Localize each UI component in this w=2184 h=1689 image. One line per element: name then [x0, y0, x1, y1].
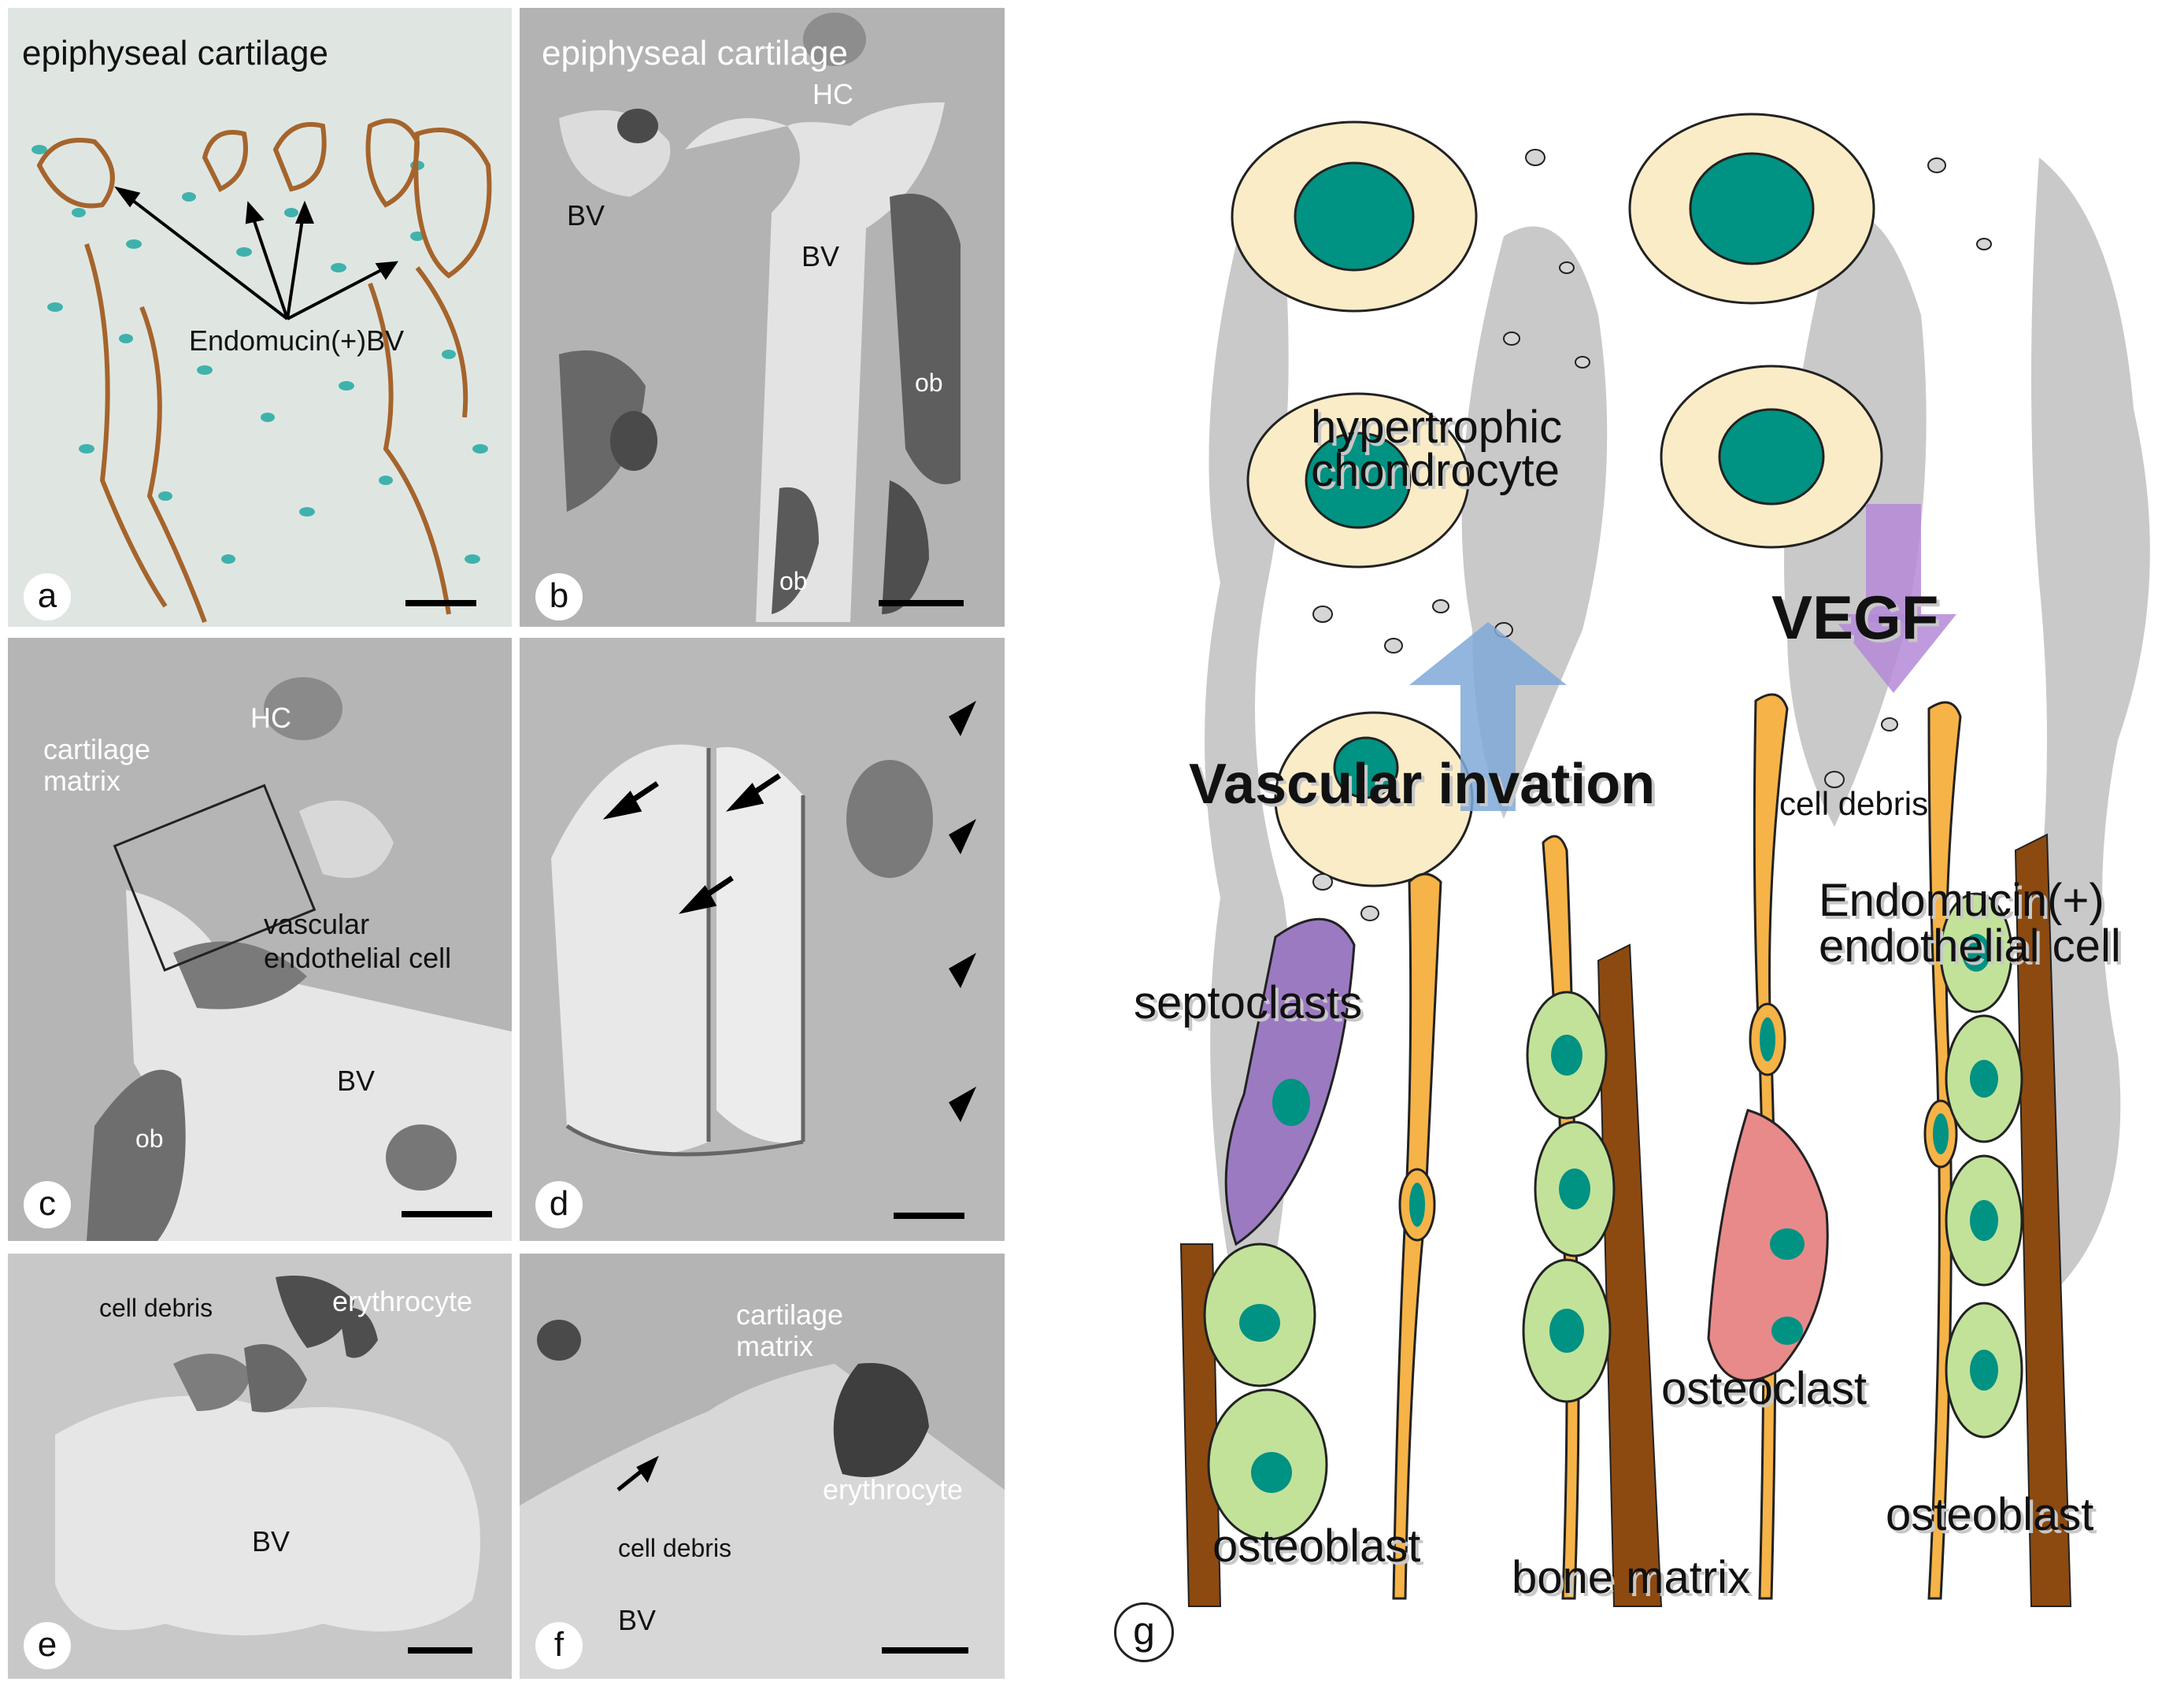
panel-g-letter: g — [1114, 1602, 1174, 1662]
panel-c-scalebar — [402, 1211, 492, 1217]
bone-matrix-strips — [1179, 833, 2072, 1607]
panel-a-letter: a — [24, 573, 71, 620]
panel-e-bv: BV — [252, 1525, 291, 1558]
panel-b-bv1: BV — [567, 199, 605, 231]
cartilage-right — [2031, 157, 2150, 1291]
label-osteoclast: osteoclast — [1661, 1363, 1868, 1414]
panel-b-ob1: ob — [915, 369, 943, 397]
panel-f-scalebar — [882, 1647, 968, 1654]
label-septoclasts: septoclasts — [1134, 977, 1363, 1028]
panel-c-endothelial: vascular endothelial cell — [264, 908, 452, 975]
label-cell-debris: cell debris — [1779, 785, 1929, 822]
panel-f-bv: BV — [618, 1604, 657, 1636]
panel-e-micrograph — [8, 1254, 512, 1679]
panel-b-ob2: ob — [779, 567, 808, 595]
panel-f-erythrocyte: erythrocyte — [823, 1473, 964, 1506]
panel-b-bv2: BV — [801, 240, 840, 272]
label-bone-matrix: bone matrix — [1512, 1552, 1751, 1603]
panel-g-schematic: hypertrophic chondrocyte VEGF Vascular i… — [1094, 31, 2184, 1685]
panel-f-matrix: cartilage matrix — [736, 1298, 844, 1362]
panel-c-matrix: cartilage matrix — [43, 733, 151, 797]
panel-e-scalebar — [408, 1647, 472, 1654]
panel-a: epiphyseal cartilage Endomucin(+)BV a — [8, 8, 512, 627]
panel-d-letter: d — [535, 1181, 583, 1228]
osteoclast-nuclei — [1770, 1228, 1805, 1345]
panel-e-debris: cell debris — [99, 1294, 213, 1322]
panel-f-debris: cell debris — [618, 1534, 732, 1562]
label-osteoblast-left: osteoblast — [1212, 1520, 1421, 1572]
septoclast-nucleus — [1272, 1079, 1310, 1126]
endomucin-bv-label: Endomucin(+)BV — [189, 324, 405, 357]
panel-b-letter: b — [535, 573, 583, 620]
panel-d: d — [520, 638, 1005, 1241]
panel-d-scalebar — [894, 1213, 964, 1219]
panel-f: cartilage matrix erythrocyte cell debris… — [520, 1254, 1005, 1679]
vascular-invasion-arrow — [1409, 622, 1567, 811]
panel-c-letter: c — [24, 1181, 71, 1228]
osteoclast-cell — [1707, 1109, 1829, 1382]
panel-c-ob: ob — [135, 1124, 164, 1153]
panel-b-title: epiphyseal cartilage — [542, 34, 848, 72]
panel-e-letter: e — [24, 1622, 71, 1669]
panel-d-micrograph — [520, 638, 1005, 1241]
label-vegf: VEGF — [1771, 583, 1939, 652]
panel-b: epiphyseal cartilage HC BV BV ob ob b — [520, 8, 1005, 627]
panel-c: HC cartilage matrix vascular endothelial… — [8, 638, 512, 1241]
vegf-arrow — [1830, 504, 1956, 693]
panel-a-scalebar — [405, 600, 476, 606]
panel-e-erythrocyte: erythrocyte — [332, 1285, 473, 1317]
panel-f-micrograph — [520, 1254, 1005, 1679]
panel-c-hc: HC — [250, 702, 291, 734]
panel-a-title: epiphyseal cartilage — [22, 34, 328, 72]
endothelial-cells — [1392, 693, 1962, 1600]
schematic-drawing — [1179, 113, 2150, 1607]
panel-b-hc: HC — [813, 78, 853, 110]
panel-f-letter: f — [535, 1622, 583, 1669]
panel-e: cell debris erythrocyte BV e — [8, 1254, 512, 1679]
label-endomucin-endothelial: Endomucin(+) endothelial cell — [1819, 875, 2121, 972]
chondrocytes — [1231, 113, 1883, 887]
endothelial-nuclei — [1409, 1017, 1949, 1227]
panel-a-micrograph — [8, 8, 512, 627]
panel-c-bv: BV — [337, 1065, 376, 1097]
panel-c-micrograph — [8, 638, 512, 1241]
osteoblast-nuclei — [1239, 934, 1998, 1493]
panel-b-micrograph — [520, 8, 1005, 627]
label-osteoblast-right: osteoblast — [1886, 1489, 2094, 1540]
label-hypertrophic-chondrocyte: hypertrophic chondrocyte — [1311, 402, 1563, 497]
panel-b-scalebar — [879, 600, 964, 606]
label-vascular-invasion: Vascular invation — [1189, 753, 1656, 816]
